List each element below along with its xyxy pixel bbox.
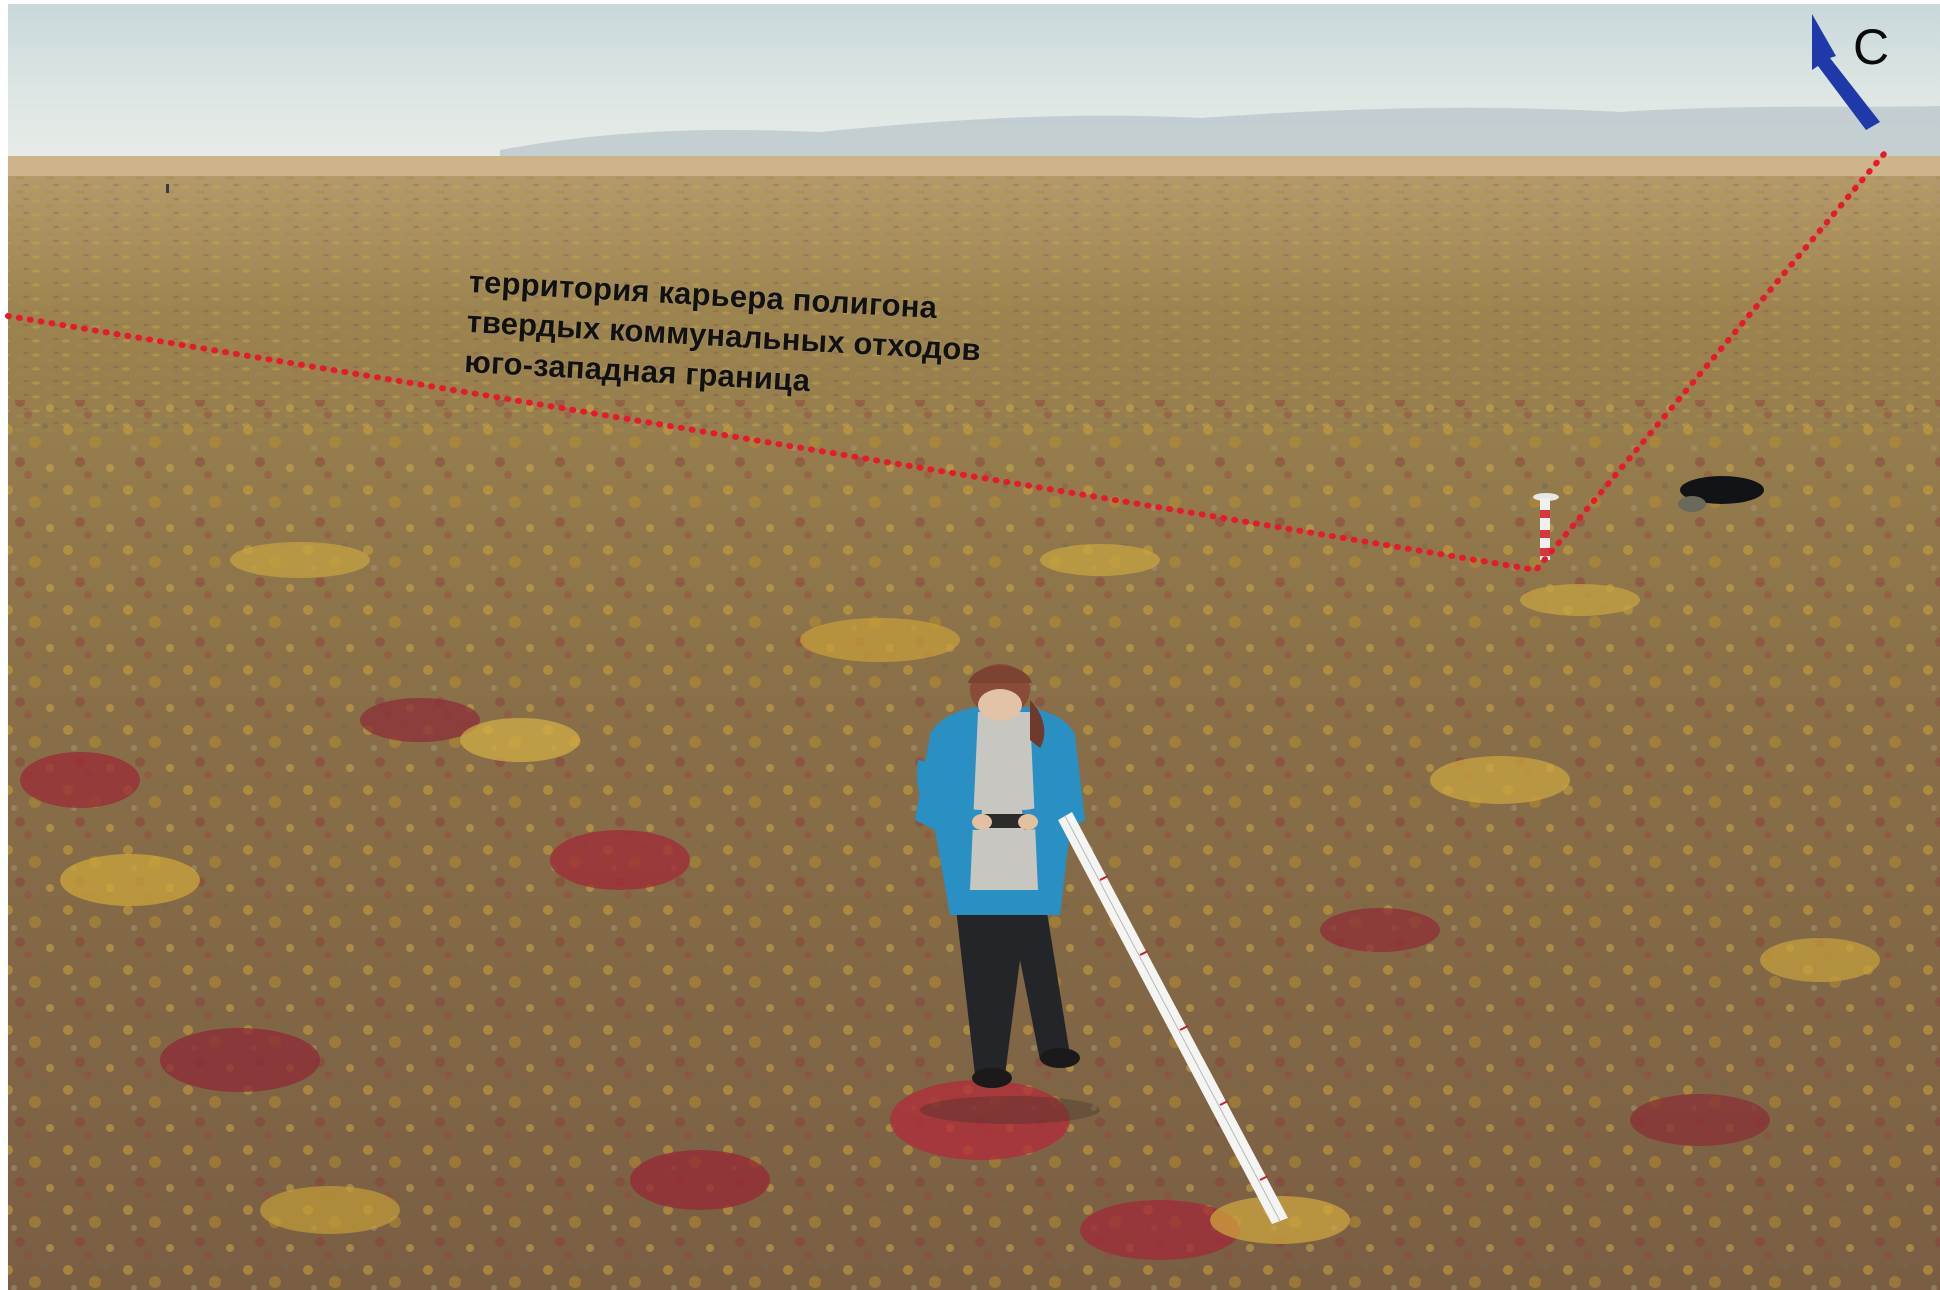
red-shrubs [20,698,1770,1260]
measuring-staff [1058,812,1288,1224]
north-letter: С [1853,19,1890,75]
person-surveyor [915,664,1100,1124]
